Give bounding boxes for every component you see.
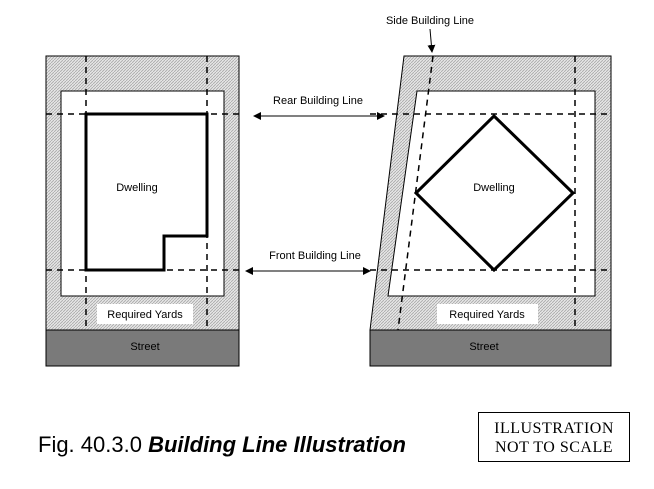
right-street	[369, 329, 612, 367]
left-buildable-area	[60, 90, 225, 297]
right-lot: Dwelling Required Yards Street	[369, 55, 612, 367]
scale-note-line-2: NOT TO SCALE	[494, 439, 613, 456]
left-street	[45, 329, 240, 367]
figure-number: Fig. 40.3.0	[38, 432, 149, 457]
left-lot: Dwelling Required Yards Street	[45, 55, 240, 367]
right-required-yards-label: Required Yards	[449, 309, 525, 321]
front-building-line-label: Front Building Line	[269, 250, 361, 262]
right-dwelling-outline	[413, 113, 576, 273]
left-required-yards-box	[97, 304, 193, 324]
right-required-yards-box	[437, 304, 538, 324]
left-dwelling-outline	[84, 112, 209, 272]
figure-title: Building Line Illustration	[148, 432, 406, 457]
right-dwelling-label: Dwelling	[473, 182, 515, 194]
right-buildable-area	[387, 90, 596, 297]
left-street-label: Street	[130, 341, 159, 353]
side-building-line-label: Side Building Line	[386, 15, 474, 27]
scale-note-line-1: ILLUSTRATION	[494, 420, 614, 437]
left-required-yards-label: Required Yards	[107, 309, 183, 321]
left-dwelling-label: Dwelling	[116, 182, 158, 194]
callouts: Side Building Line Rear Building Line Fr…	[245, 15, 474, 275]
side-building-line-arrow	[427, 28, 436, 53]
right-side-building-line-1	[397, 55, 434, 331]
right-street-label: Street	[469, 341, 498, 353]
rear-building-line-label: Rear Building Line	[273, 95, 363, 107]
not-to-scale-note: ILLUSTRATION NOT TO SCALE	[478, 412, 630, 462]
figure-caption: Fig. 40.3.0 Building Line Illustration	[38, 432, 406, 458]
